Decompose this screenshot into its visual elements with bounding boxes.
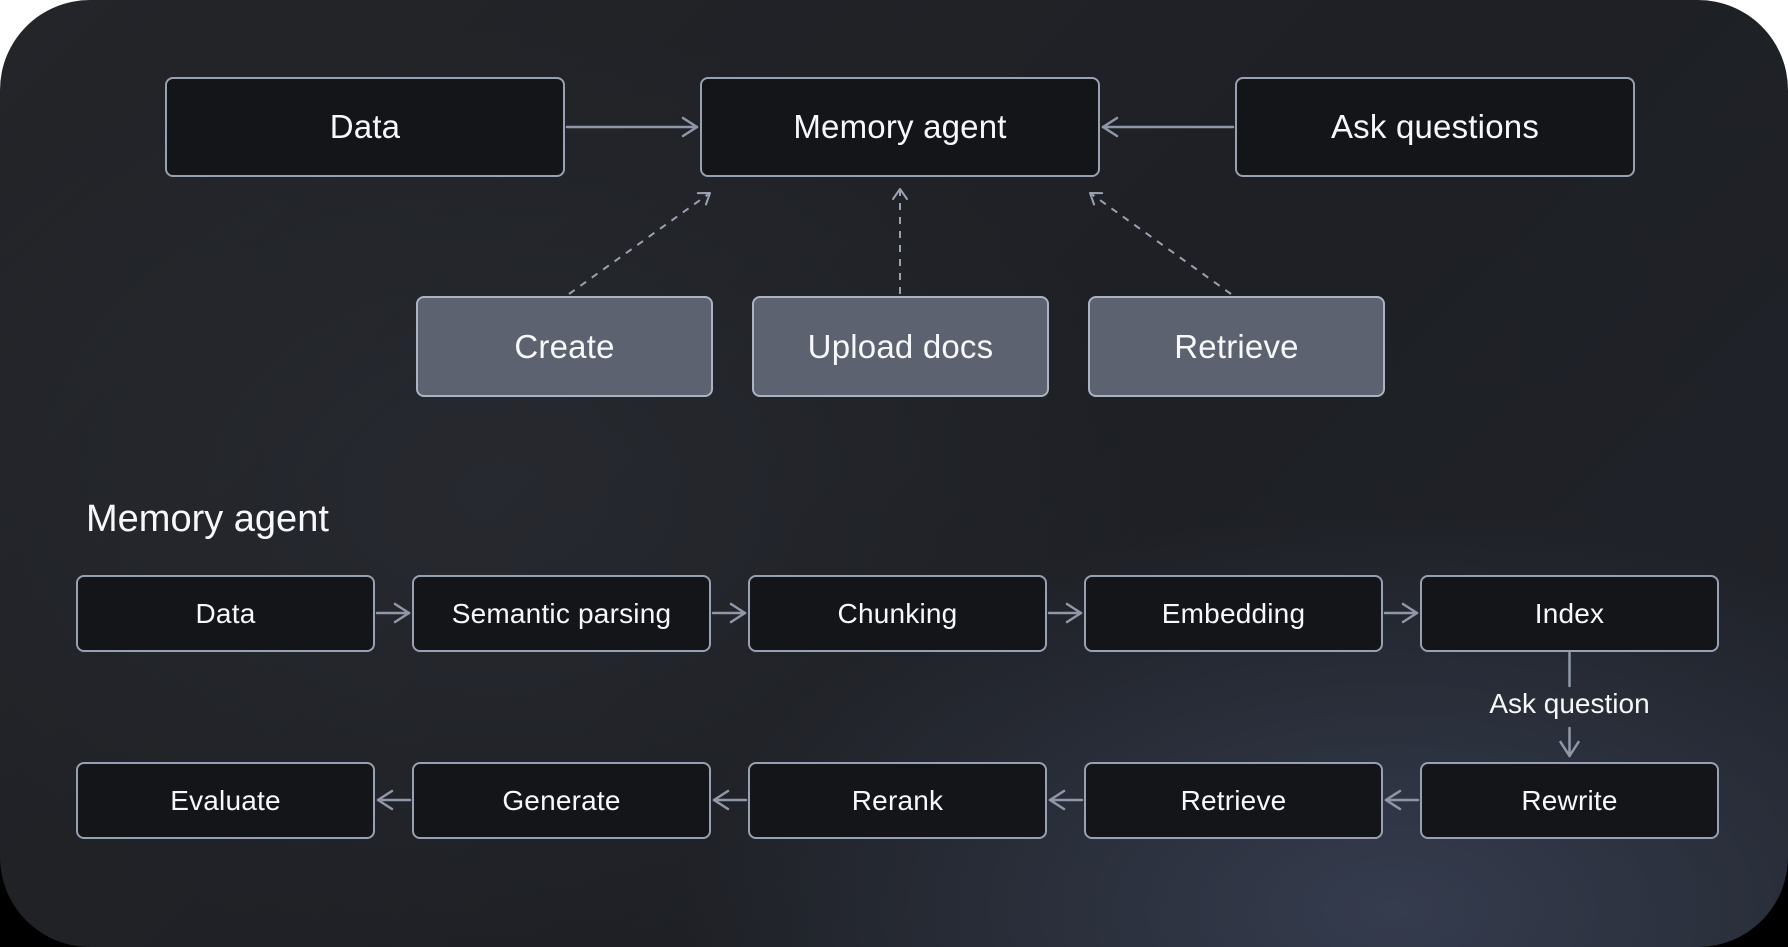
node-chunking: Chunking	[748, 575, 1047, 652]
dashed-arrow-create-to-memory-agent	[568, 192, 711, 295]
node-semantic-parsing: Semantic parsing	[412, 575, 711, 652]
node-upload-docs: Upload docs	[752, 296, 1049, 397]
connector-label-ask-question: Ask question	[1489, 688, 1650, 719]
node-data-source: Data	[165, 77, 565, 177]
node-ask-questions: Ask questions	[1235, 77, 1635, 177]
node-data: Data	[76, 575, 375, 652]
dashed-arrow-retrieve-to-memory-agent	[1089, 192, 1232, 295]
section-title: Memory agent	[86, 498, 329, 540]
node-index: Index	[1420, 575, 1719, 652]
node-create: Create	[416, 296, 713, 397]
node-evaluate: Evaluate	[76, 762, 375, 839]
node-retrieve: Retrieve	[1084, 762, 1383, 839]
node-generate: Generate	[412, 762, 711, 839]
node-rewrite: Rewrite	[1420, 762, 1719, 839]
node-retrieve-action: Retrieve	[1088, 296, 1385, 397]
node-memory-agent: Memory agent	[700, 77, 1100, 177]
node-embedding: Embedding	[1084, 575, 1383, 652]
node-rerank: Rerank	[748, 762, 1047, 839]
